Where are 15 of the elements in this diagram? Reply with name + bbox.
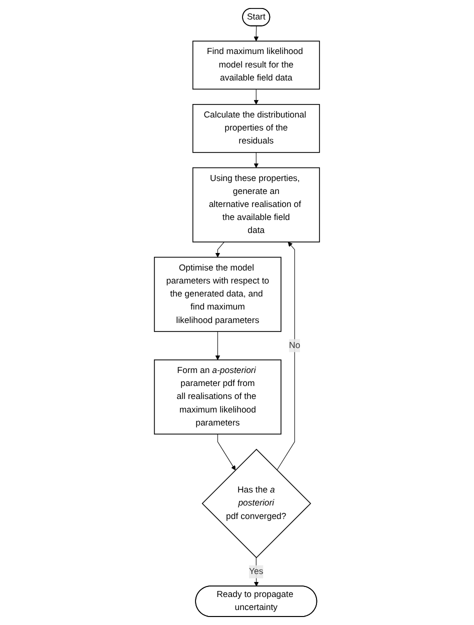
arrow	[215, 242, 225, 258]
arrow	[254, 88, 259, 105]
arrow	[254, 152, 259, 168]
arrow	[217, 434, 236, 470]
arrow	[276, 242, 295, 470]
node-box: Form an a-posteriori parameter pdf from all realisations of the maximum likelihood parameters	[154, 359, 282, 435]
node-box: Calculate the distributional properties of the residuals	[192, 104, 320, 153]
node-diamond: Has the a posteriori pdf converged?	[202, 448, 312, 558]
node-box: Optimise the model parameters with respect to the generated data, and find maximum likelihood parameters	[154, 256, 282, 332]
edge-label: Yes	[249, 566, 264, 576]
arrow	[254, 26, 259, 42]
arrow	[215, 331, 220, 360]
edge-label: No	[289, 340, 300, 350]
node-box: Find maximum likelihood model result for the available field data	[192, 40, 320, 90]
node-box: Using these properties, generate an alternative realisation of the available field data	[192, 167, 320, 242]
